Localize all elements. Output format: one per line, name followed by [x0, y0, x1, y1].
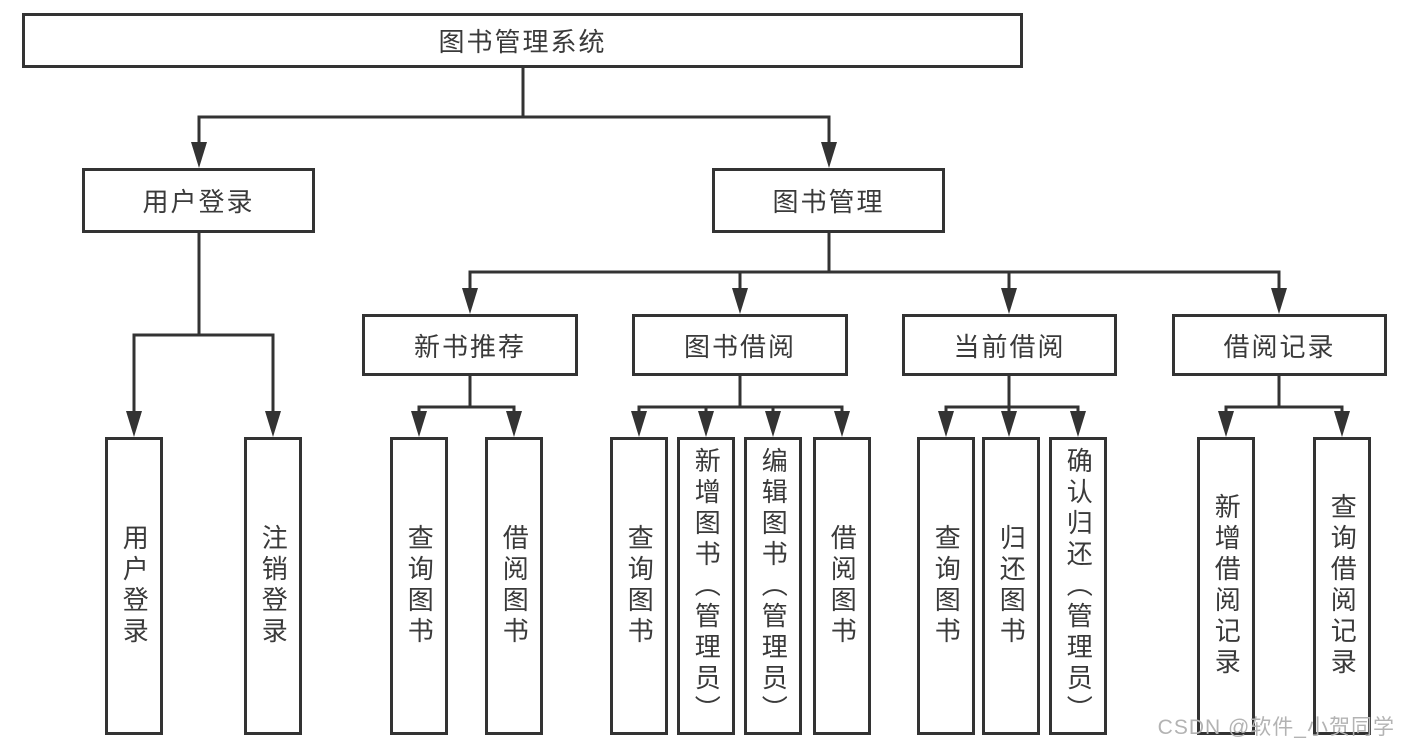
leaf-borrow-books-recommend-label: 借阅图书 — [499, 524, 530, 648]
node-new-book-recommend-label: 新书推荐 — [413, 331, 526, 362]
leaf-borrow-books-2-label: 借阅图书 — [827, 524, 858, 648]
leaf-add-book-admin-label: 新增图书（管理员） — [691, 446, 722, 726]
leaf-confirm-return-admin: 确认归还（管理员） — [1049, 437, 1107, 735]
leaf-edit-book-admin: 编辑图书（管理员） — [744, 437, 802, 735]
leaf-return-book-label: 归还图书 — [996, 524, 1027, 648]
leaf-query-books-borrow-label: 查询图书 — [624, 524, 655, 648]
watermark: CSDN @软件_小贺同学 — [1157, 716, 1395, 739]
leaf-confirm-return-admin-label: 确认归还（管理员） — [1063, 446, 1094, 726]
connector-new-book-children — [417, 376, 516, 412]
leaf-logout: 注销登录 — [244, 437, 302, 735]
arrowheads — [126, 142, 1350, 437]
node-book-management: 图书管理 — [712, 168, 945, 233]
leaf-edit-book-admin-label: 编辑图书（管理员） — [758, 446, 789, 726]
connector-book-borrow-children — [637, 376, 844, 412]
leaf-query-books-recommend: 查询图书 — [390, 437, 448, 735]
leaf-query-borrow-record-label: 查询借阅记录 — [1327, 493, 1358, 679]
leaf-borrow-books-recommend: 借阅图书 — [485, 437, 543, 735]
leaf-logout-label: 注销登录 — [258, 524, 289, 648]
leaf-query-books-current-label: 查询图书 — [931, 524, 962, 648]
leaf-query-books-borrow: 查询图书 — [610, 437, 668, 735]
leaf-add-borrow-record: 新增借阅记录 — [1197, 437, 1255, 735]
node-borrow-records: 借阅记录 — [1172, 314, 1387, 376]
node-book-borrow-label: 图书借阅 — [683, 331, 796, 362]
connector-book-management-children — [468, 233, 1281, 289]
connector-borrow-records-children — [1224, 376, 1344, 412]
node-user-login-label: 用户登录 — [142, 187, 255, 217]
leaf-query-books-recommend-label: 查询图书 — [404, 524, 435, 648]
node-root-label: 图书管理系统 — [438, 27, 607, 57]
connector-user-login-children — [132, 233, 275, 412]
leaf-borrow-books-2: 借阅图书 — [813, 437, 871, 735]
leaf-return-book: 归还图书 — [982, 437, 1040, 735]
leaf-query-books-current: 查询图书 — [917, 437, 975, 735]
leaf-user-login: 用户登录 — [105, 437, 163, 735]
node-new-book-recommend: 新书推荐 — [362, 314, 578, 376]
leaf-add-book-admin: 新增图书（管理员） — [677, 437, 735, 735]
leaf-add-borrow-record-label: 新增借阅记录 — [1211, 493, 1242, 679]
leaf-query-borrow-record: 查询借阅记录 — [1313, 437, 1371, 735]
node-borrow-records-label: 借阅记录 — [1223, 331, 1336, 362]
node-current-borrow-label: 当前借阅 — [953, 331, 1066, 362]
node-user-login: 用户登录 — [82, 168, 315, 233]
connector-current-borrow-children — [944, 376, 1080, 412]
node-current-borrow: 当前借阅 — [902, 314, 1117, 376]
connector-root-to-level2 — [197, 68, 831, 143]
node-root: 图书管理系统 — [22, 13, 1023, 68]
node-book-borrow: 图书借阅 — [632, 314, 848, 376]
leaf-user-login-label: 用户登录 — [119, 524, 150, 648]
node-book-management-label: 图书管理 — [772, 187, 885, 217]
